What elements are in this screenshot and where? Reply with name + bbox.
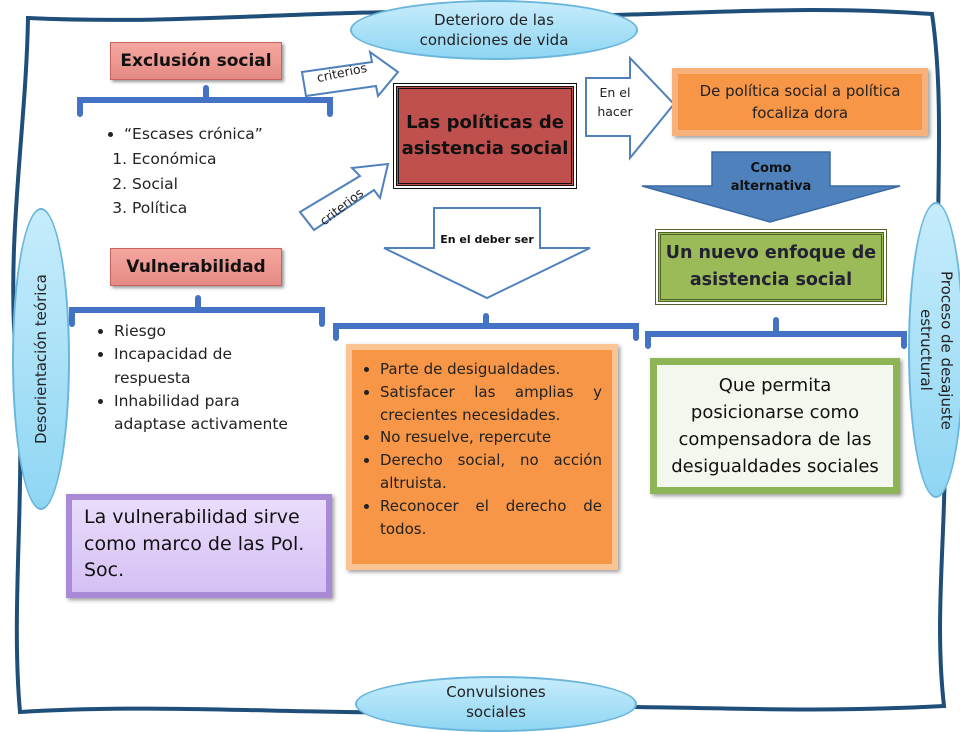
center-item-1: Parte de desigualdades. [380, 358, 602, 381]
policy-title-box: Las políticas de asistencia social [393, 83, 577, 189]
vulnerabilidad-list: Riesgo Incapacidad de respuesta Inhabili… [84, 320, 294, 436]
right-ellipse-text: Proceso de desajuste estructural [917, 270, 956, 430]
right-orange-box: De política social a política focaliza d… [672, 68, 928, 136]
exclusion-item-3: Política [132, 196, 314, 221]
center-item-2: Satisfacer las amplias y crecientes nece… [380, 381, 602, 427]
exclusion-social-label: Exclusión social [110, 42, 282, 80]
center-item-5: Reconocer el derecho de todos. [380, 495, 602, 541]
braces [69, 85, 907, 349]
right-ellipse: Proceso de desajuste estructural [908, 202, 960, 498]
purple-note-text: La vulnerabilidad sirve como marco de la… [84, 506, 305, 582]
exclusion-item-1: Económica [132, 147, 314, 172]
en-el-deber-ser-text: En el deber ser [440, 233, 534, 246]
top-ellipse-text: Deterioro de las condiciones de vida [419, 10, 569, 49]
right-orange-text: De política social a política focaliza d… [699, 81, 901, 123]
exclusion-social-title: Exclusión social [120, 51, 272, 71]
bottom-ellipse-text: Convulsiones sociales [446, 683, 546, 722]
criterios-bottom-arrow [298, 162, 390, 232]
center-item-4: Derecho social, no acción altruista. [380, 449, 602, 495]
policy-title: Las políticas de asistencia social [401, 111, 569, 159]
green-title: Un nuevo enfoque de asistencia social [665, 242, 877, 290]
purple-note-box: La vulnerabilidad sirve como marco de la… [66, 494, 332, 598]
bottom-ellipse: Convulsiones sociales [355, 676, 637, 732]
como-alternativa-text: Como alternativa [730, 161, 812, 195]
left-ellipse: Desorientación teórica [12, 208, 70, 510]
exclusion-bullet: “Escases crónica” [124, 122, 314, 147]
green-text: Que permita posicionarse como compensado… [671, 375, 879, 477]
en-el-hacer-arrow [585, 55, 676, 161]
vulnerabilidad-item-2: Incapacidad de respuesta [114, 343, 294, 390]
en-el-deber-ser-label: En el deber ser [440, 232, 534, 247]
en-el-hacer-text: En el hacer [597, 85, 633, 119]
vulnerabilidad-label: Vulnerabilidad [110, 248, 282, 286]
en-el-deber-ser-arrow [383, 207, 591, 300]
exclusion-list: “Escases crónica” Económica Social Polít… [74, 122, 314, 221]
center-item-3: No resuelve, repercute [380, 426, 602, 449]
top-ellipse: Deterioro de las condiciones de vida [350, 0, 638, 60]
vulnerabilidad-item-1: Riesgo [114, 320, 294, 343]
en-el-hacer-label: En el hacer [592, 84, 638, 122]
exclusion-item-2: Social [132, 172, 314, 197]
center-orange-list-box: Parte de desigualdades. Satisfacer las a… [346, 344, 618, 570]
vulnerabilidad-item-3: Inhabilidad para adaptase activamente [114, 390, 294, 437]
green-text-box: Que permita posicionarse como compensado… [650, 358, 900, 494]
criterios-top-arrow [300, 49, 400, 99]
green-title-box: Un nuevo enfoque de asistencia social [655, 229, 887, 305]
como-alternativa-label: Como alternativa [716, 160, 826, 196]
como-alternativa-arrow [641, 151, 901, 223]
vulnerabilidad-title: Vulnerabilidad [126, 257, 266, 277]
left-ellipse-text: Desorientación teórica [31, 274, 50, 444]
